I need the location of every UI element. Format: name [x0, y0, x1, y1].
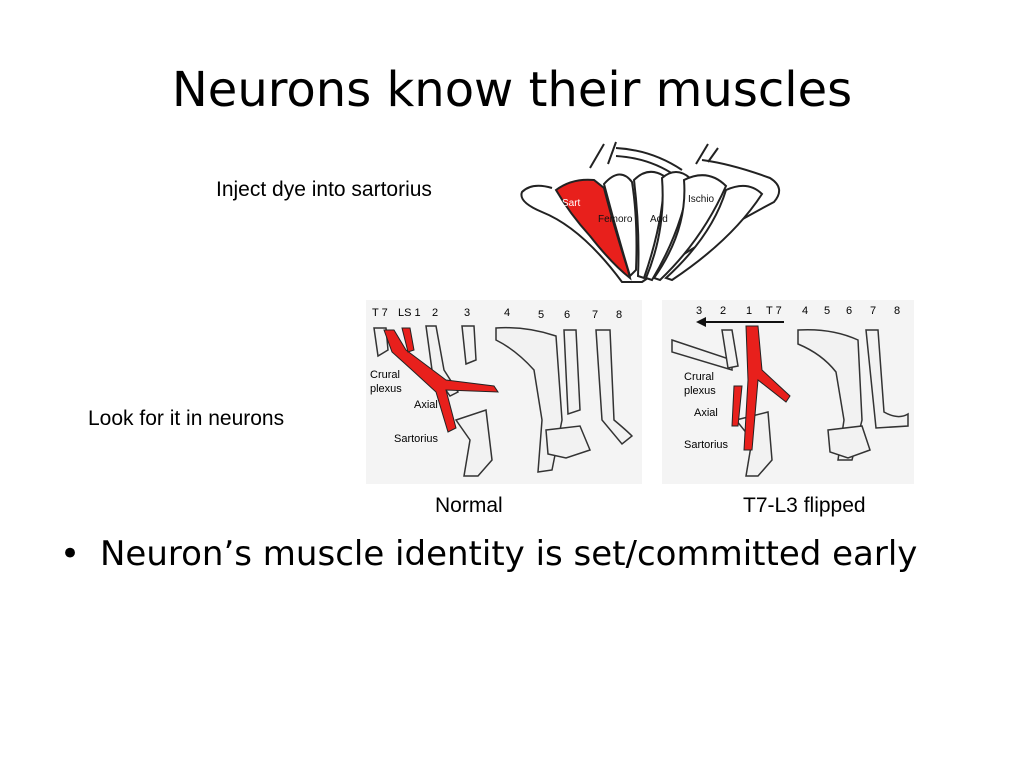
- add-muscle: [632, 170, 666, 280]
- bullet-text: Neuron’s muscle identity is set/committe…: [100, 534, 918, 574]
- normal-seg-label: T 7: [372, 307, 388, 319]
- slide-title: Neurons know their muscles: [171, 62, 853, 118]
- normal-sartorius-label: Sartorius: [394, 433, 439, 445]
- normal-axial-label: Axial: [414, 399, 438, 411]
- flipped-seg-label: 6: [846, 305, 852, 317]
- bullet-dot: •: [60, 534, 81, 574]
- flipped-seg-label: 3: [696, 305, 702, 317]
- normal-crural-label: Crural: [370, 369, 400, 381]
- flipped-crural-label: Crural: [684, 371, 714, 383]
- flipped-seg-label: T 7: [766, 305, 782, 317]
- flipped-nerve-trunks: [671, 328, 909, 477]
- flipped-seg-label: 2: [720, 305, 726, 317]
- femoro-muscle: [602, 173, 638, 278]
- normal-plexus-label: plexus: [370, 383, 402, 395]
- ischio-label: Ischio: [688, 194, 715, 205]
- normal-dye-path: [383, 327, 499, 433]
- normal-seg-label: 4: [504, 307, 510, 319]
- flipped-dye-path: [731, 325, 791, 451]
- flipped-axial-label: Axial: [694, 407, 718, 419]
- flipped-seg-label: 8: [894, 305, 900, 317]
- bullet-list: • Neuron’s muscle identity is set/commit…: [58, 530, 938, 578]
- muscle-outline: [520, 159, 781, 283]
- ischio-muscle-2: [664, 184, 764, 282]
- normal-seg-label: 3: [464, 307, 470, 319]
- flipped-seg-label: 1: [746, 305, 752, 317]
- femoro-label: Femoro: [598, 214, 633, 225]
- normal-seg-label: 2: [432, 307, 438, 319]
- ischio-muscle: [652, 174, 728, 282]
- bullet-item: • Neuron’s muscle identity is set/commit…: [58, 530, 938, 578]
- normal-seg-label: 8: [616, 309, 622, 321]
- flipped-seg-label: 5: [824, 305, 830, 317]
- muscle-diagram: Sart Femoro Add Ischio: [520, 141, 781, 283]
- nerve-stub-1: [589, 141, 719, 169]
- normal-nerve-trunks: [373, 325, 634, 477]
- normal-seg-label: LS 1: [398, 307, 421, 319]
- look-caption: Look for it in neurons: [88, 407, 285, 430]
- normal-seg-label: 6: [564, 309, 570, 321]
- flip-arrowhead: [696, 317, 706, 327]
- add-muscle-2: [644, 171, 692, 282]
- add-label: Add: [650, 214, 668, 225]
- flipped-plexus-label: plexus: [684, 385, 716, 397]
- flipped-seg-label: 7: [870, 305, 876, 317]
- sart-label: Sart: [562, 198, 581, 209]
- normal-seg-label: 5: [538, 309, 544, 321]
- flipped-sartorius-label: Sartorius: [684, 439, 729, 451]
- flipped-caption: T7-L3 flipped: [743, 494, 866, 517]
- normal-nerve-diagram: T 7 LS 1 2 3 4 5 6 7 8 Crural plexus Axi…: [366, 300, 642, 484]
- normal-seg-label: 7: [592, 309, 598, 321]
- flipped-seg-label: 4: [802, 305, 808, 317]
- inject-caption: Inject dye into sartorius: [216, 178, 432, 201]
- flipped-nerve-diagram: 3 2 1 T 7 4 5 6 7 8 Crural plexus Axial …: [662, 300, 914, 484]
- normal-caption: Normal: [435, 494, 503, 517]
